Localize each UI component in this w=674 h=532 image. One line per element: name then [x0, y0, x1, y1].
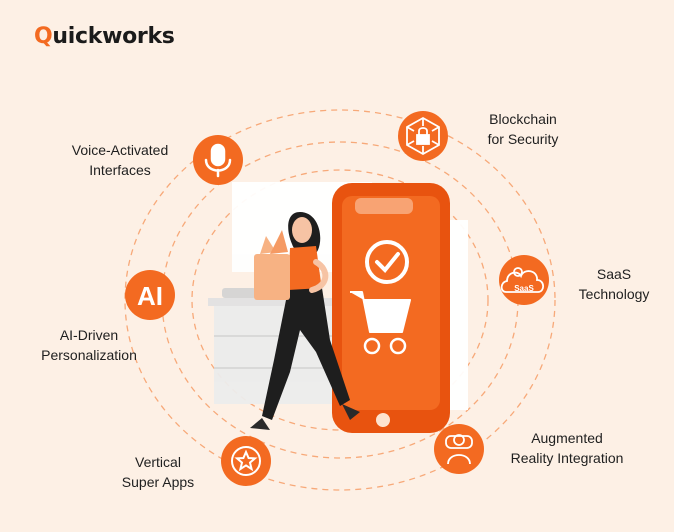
voice-node [193, 135, 243, 185]
saas-badge-text: SaaS [514, 284, 534, 293]
cart-icon [350, 291, 411, 333]
microphone-icon [204, 143, 232, 178]
orbit-ring-outer [124, 109, 556, 491]
blockchain-lock-icon [406, 116, 440, 156]
ar-node [434, 424, 484, 474]
blockchain-node [398, 111, 448, 161]
smartphone [332, 183, 450, 433]
ai-icon: AI [137, 281, 163, 311]
vr-headset-icon [445, 434, 473, 465]
orbit-ring-inner [191, 169, 489, 431]
ai-node: AI [125, 270, 175, 320]
quickworks-logo: Quickworks [34, 24, 175, 49]
saas-cloud-gear-icon [500, 267, 545, 293]
saas-node: SaaS [499, 255, 549, 305]
star-badge-icon [231, 446, 261, 476]
shopper-figure [250, 212, 360, 430]
super-apps-node [221, 436, 271, 486]
